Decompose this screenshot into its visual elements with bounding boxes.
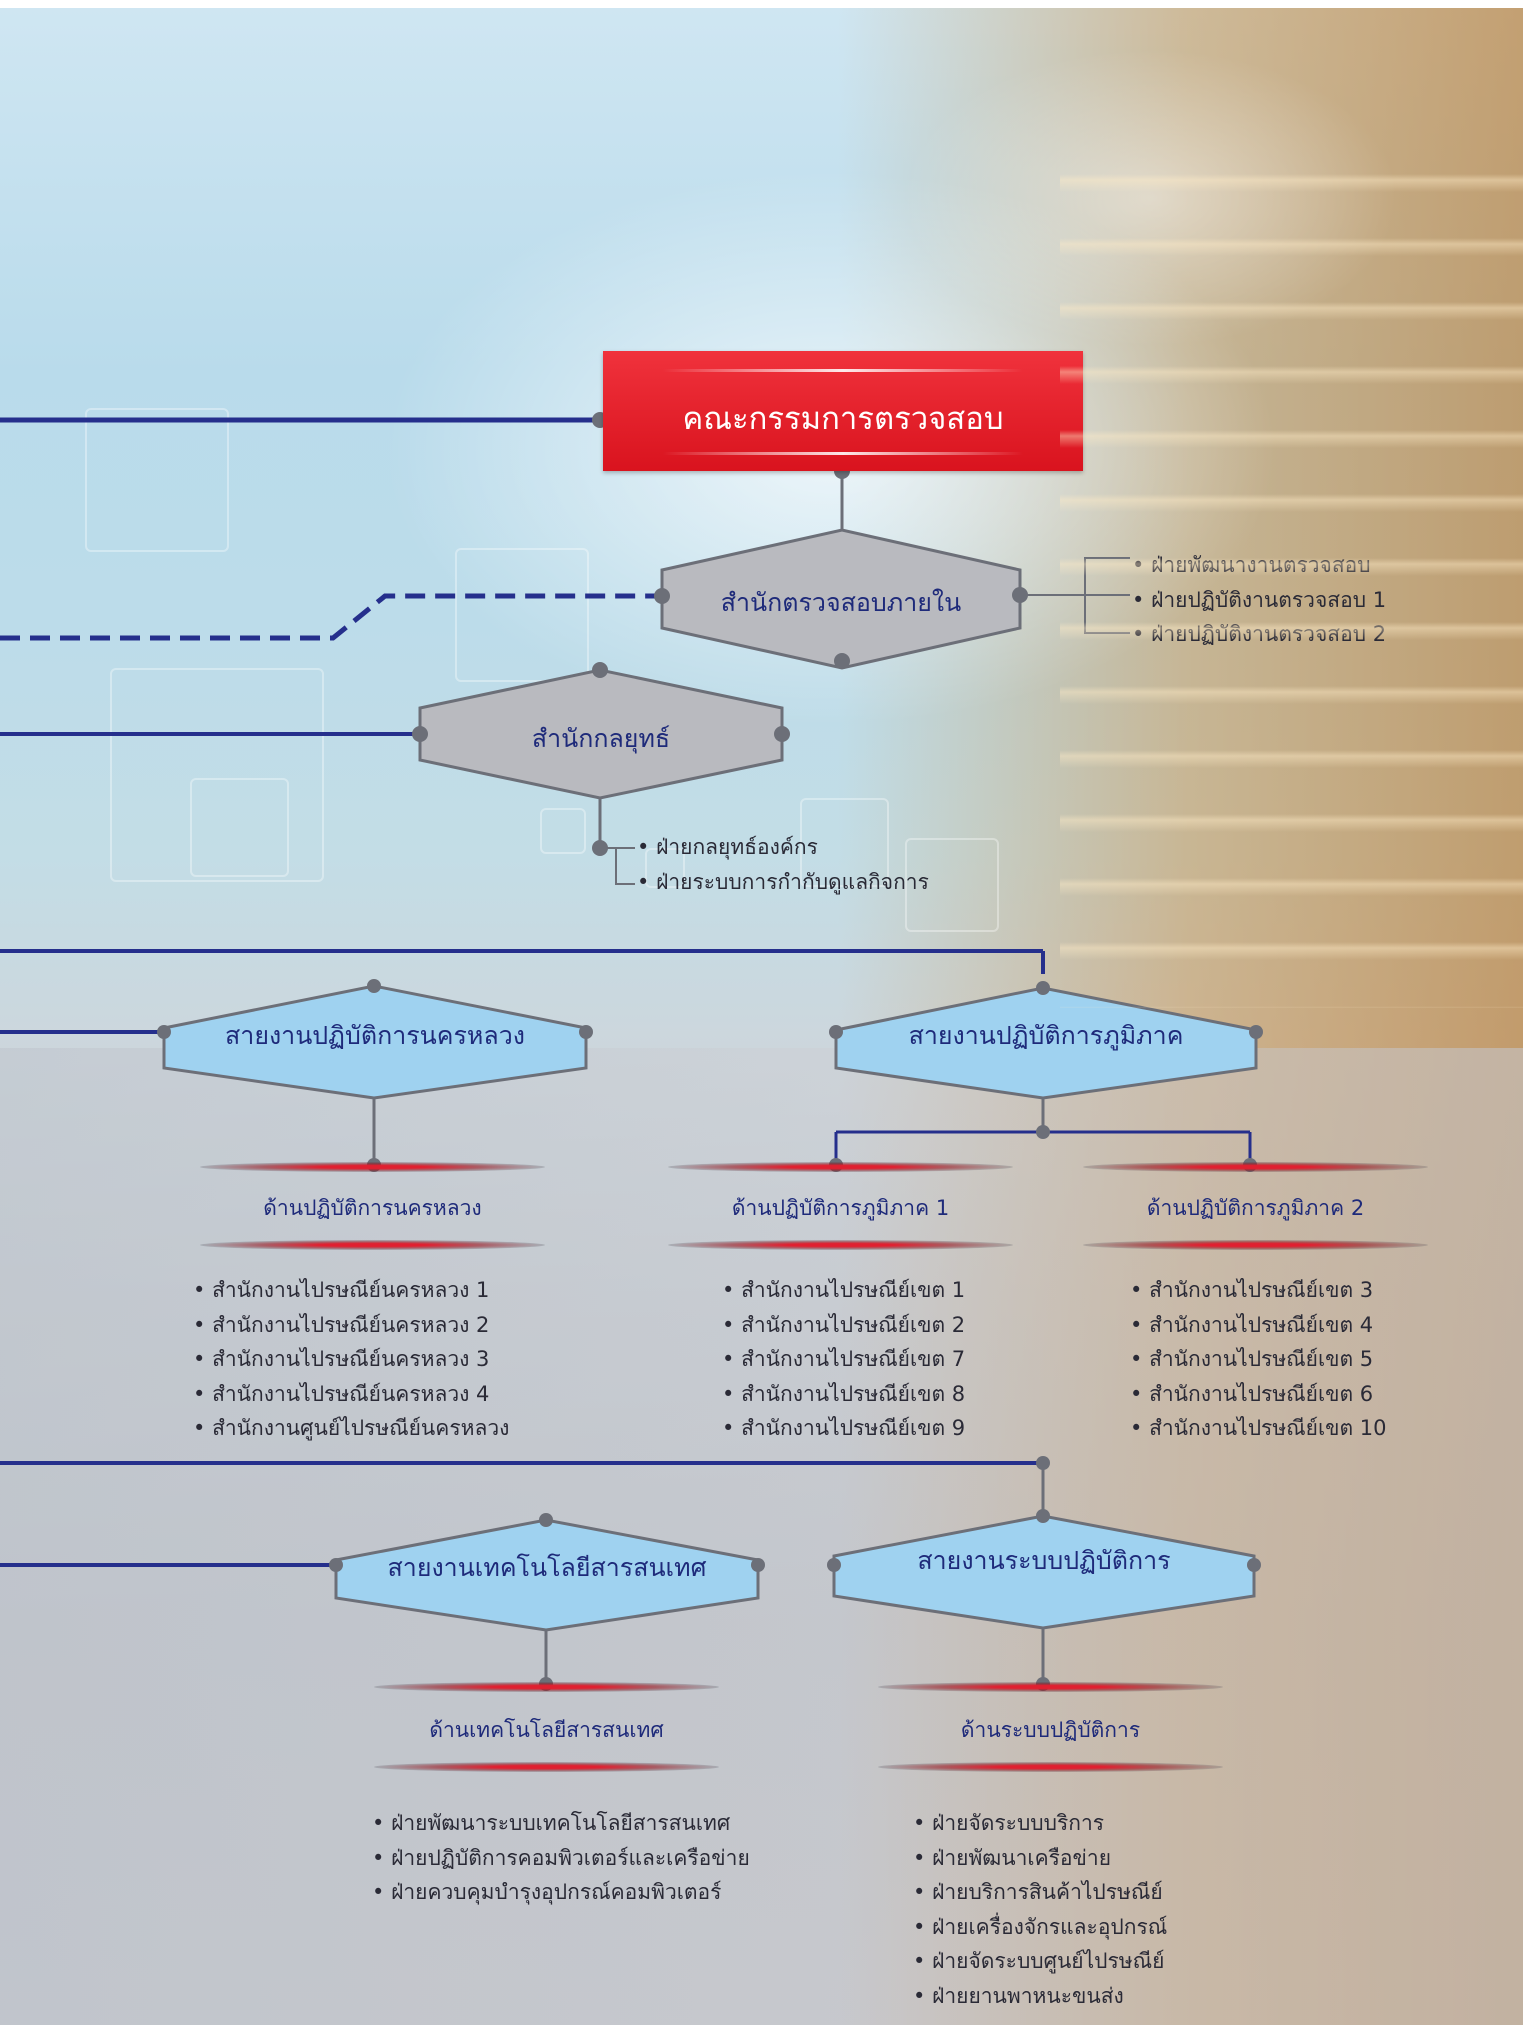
list-item: สำนักงานไปรษณีย์นครหลวง 4 <box>193 1377 509 1412</box>
metro-office-list: สำนักงานไปรษณีย์นครหลวง 1 สำนักงานไปรษณี… <box>193 1273 509 1446</box>
ops-dept-title: ด้านระบบปฏิบัติการ <box>960 1718 1141 1742</box>
regional-dept2-office-list: สำนักงานไปรษณีย์เขต 3 สำนักงานไปรษณีย์เข… <box>1130 1273 1387 1446</box>
dept-bar-top <box>668 1162 1013 1172</box>
list-item: ฝ่ายพัฒนาระบบเทคโนโลยีสารสนเทศ <box>372 1806 750 1841</box>
audit-committee-box: คณะกรรมการตรวจสอบ <box>603 351 1083 471</box>
list-item: สำนักงานไปรษณีย์เขต 4 <box>1130 1308 1387 1343</box>
box-shine <box>663 369 1023 372</box>
dept-bar-bottom <box>200 1240 545 1250</box>
list-item: สำนักงานไปรษณีย์นครหลวง 1 <box>193 1273 509 1308</box>
background-square <box>190 778 289 877</box>
internal-audit-division-list: ฝ่ายพัฒนางานตรวจสอบ ฝ่ายปฏิบัติงานตรวจสอ… <box>1132 548 1386 652</box>
list-item: สำนักงานไปรษณีย์เขต 8 <box>722 1377 965 1412</box>
background-square <box>110 668 324 882</box>
list-item: ฝ่ายปฏิบัติงานตรวจสอบ 1 <box>1132 583 1386 618</box>
list-item: ฝ่ายเครื่องจักรและอุปกรณ์ <box>913 1910 1167 1945</box>
strategy-title: สำนักกลยุทธ์ <box>531 724 671 753</box>
list-item: ฝ่ายยานพาหนะขนส่ง <box>913 1979 1167 2014</box>
internal-audit-hexagon <box>660 528 1022 670</box>
background-square <box>540 808 586 854</box>
dept-bar-top <box>200 1162 545 1172</box>
metro-dept-title: ด้านปฏิบัติการนครหลวง <box>263 1196 482 1220</box>
list-item: ฝ่ายบริการสินค้าไปรษณีย์ <box>913 1875 1167 1910</box>
list-item: สำนักงานไปรษณีย์เขต 6 <box>1130 1377 1387 1412</box>
audit-committee-title: คณะกรรมการตรวจสอบ <box>682 401 1004 437</box>
list-item: ฝ่ายระบบการกำกับดูแลกิจการ <box>637 865 929 900</box>
list-item: สำนักงานไปรษณีย์นครหลวง 3 <box>193 1342 509 1377</box>
list-item: สำนักงานไปรษณีย์เขต 7 <box>722 1342 965 1377</box>
background-square <box>85 408 229 552</box>
it-line-title: สายงานเทคโนโลยีสารสนเทศ <box>387 1553 707 1582</box>
regional-dept1-title: ด้านปฏิบัติการภูมิภาค 1 <box>731 1196 950 1220</box>
connector-lines <box>0 412 1263 1691</box>
list-item: สำนักงานไปรษณีย์นครหลวง 2 <box>193 1308 509 1343</box>
list-item: สำนักงานไปรษณีย์เขต 2 <box>722 1308 965 1343</box>
list-item: สำนักงานศูนย์ไปรษณีย์นครหลวง <box>193 1411 509 1446</box>
box-shine <box>663 452 1023 455</box>
dept-bar-top <box>878 1682 1223 1692</box>
list-item: สำนักงานไปรษณีย์เขต 9 <box>722 1411 965 1446</box>
regional-dept1-office-list: สำนักงานไปรษณีย์เขต 1 สำนักงานไปรษณีย์เข… <box>722 1273 965 1446</box>
list-item: ฝ่ายจัดระบบบริการ <box>913 1806 1167 1841</box>
dept-bar-top <box>374 1682 719 1692</box>
internal-audit-title: สำนักตรวจสอบภายใน <box>720 588 962 617</box>
ops-division-list: ฝ่ายจัดระบบบริการ ฝ่ายพัฒนาเครือข่าย ฝ่า… <box>913 1806 1167 2013</box>
list-item: ฝ่ายควบคุมบำรุงอุปกรณ์คอมพิวเตอร์ <box>372 1875 750 1910</box>
dept-bar-bottom <box>374 1762 719 1772</box>
list-item: ฝ่ายพัฒนาเครือข่าย <box>913 1841 1167 1876</box>
dept-bar-top <box>1083 1162 1428 1172</box>
list-item: ฝ่ายพัฒนางานตรวจสอบ <box>1132 548 1386 583</box>
it-division-list: ฝ่ายพัฒนาระบบเทคโนโลยีสารสนเทศ ฝ่ายปฏิบั… <box>372 1806 750 1910</box>
list-item: ฝ่ายกลยุทธ์องค์กร <box>637 830 929 865</box>
regional-dept2-title: ด้านปฏิบัติการภูมิภาค 2 <box>1146 1196 1365 1220</box>
dept-bar-bottom <box>1083 1240 1428 1250</box>
background-square <box>455 548 589 682</box>
list-item: สำนักงานไปรษณีย์เขต 10 <box>1130 1411 1386 1446</box>
metro-line-title: สายงานปฏิบัติการนครหลวง <box>225 1021 525 1050</box>
list-item: ฝ่ายปฏิบัติการคอมพิวเตอร์และเครือข่าย <box>372 1841 750 1876</box>
list-item: สำนักงานไปรษณีย์เขต 3 <box>1130 1273 1387 1308</box>
list-item: ฝ่ายจัดระบบศูนย์ไปรษณีย์ <box>913 1944 1167 1979</box>
ops-line-title: สายงานระบบปฏิบัติการ <box>917 1546 1171 1575</box>
list-item: ฝ่ายปฏิบัติงานตรวจสอบ 2 <box>1132 617 1386 652</box>
strategy-division-list: ฝ่ายกลยุทธ์องค์กร ฝ่ายระบบการกำกับดูแลกิ… <box>637 830 929 899</box>
regional-line-title: สายงานปฏิบัติการภูมิภาค <box>908 1021 1184 1050</box>
dept-bar-bottom <box>668 1240 1013 1250</box>
list-item: สำนักงานไปรษณีย์เขต 5 <box>1130 1342 1387 1377</box>
it-dept-title: ด้านเทคโนโลยีสารสนเทศ <box>429 1718 664 1742</box>
list-item: สำนักงานไปรษณีย์เขต 1 <box>722 1273 965 1308</box>
org-chart-canvas: คณะกรรมการตรวจสอบ สำนักตรวจสอบภายใน ฝ่าย… <box>0 8 1523 2025</box>
dept-bar-bottom <box>878 1762 1223 1772</box>
